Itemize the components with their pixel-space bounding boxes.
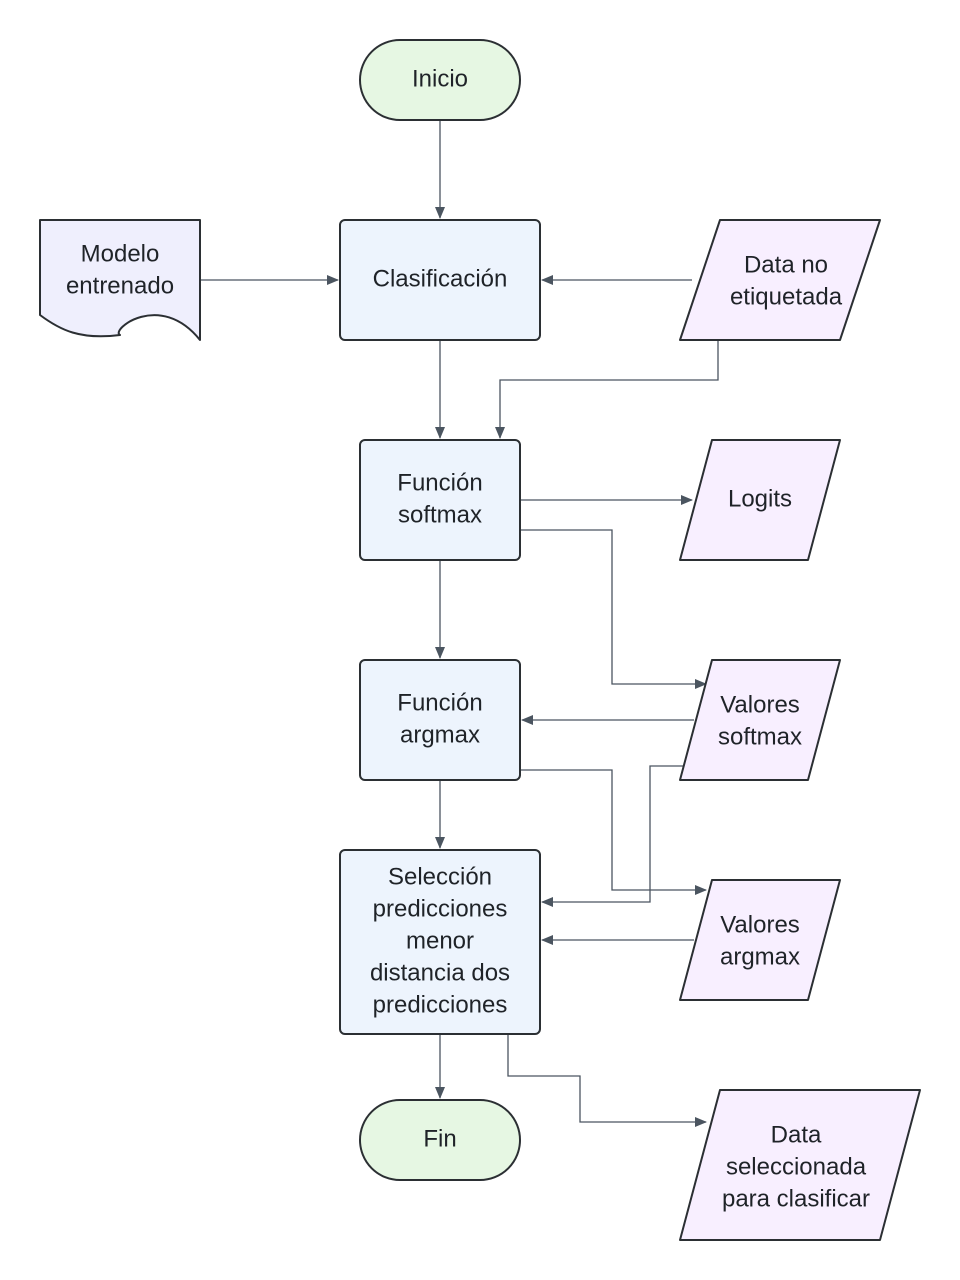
node-softmax: Función softmax	[359, 439, 521, 561]
edge-data-no-etiquetada-to-softmax	[495, 340, 719, 439]
node-inicio: Inicio	[359, 39, 521, 121]
modelo-label: Modelo	[81, 240, 160, 267]
edge-seleccion-to-data-seleccionada	[507, 1034, 707, 1127]
node-fin: Fin	[359, 1099, 521, 1181]
clasificacion-label: Clasificación	[373, 265, 508, 292]
edges	[200, 120, 719, 1127]
data-seleccionada-shape	[679, 1089, 921, 1241]
seleccion-label: distancia dos	[370, 959, 510, 986]
data-no-etiquetada-shape	[679, 219, 881, 341]
valores-argmax-label: Valores	[720, 911, 800, 938]
inicio-shape	[359, 39, 521, 121]
edge-valores-softmax-to-seleccion	[541, 765, 684, 907]
node-valores-softmax: Valores softmax	[679, 659, 841, 781]
softmax-shape	[359, 439, 521, 561]
data-seleccionada-label: Data	[771, 1121, 822, 1148]
edge-argmax-to-valores-argmax	[520, 769, 707, 895]
node-data-no-etiquetada: Data no etiquetada	[679, 219, 881, 341]
seleccion-shape	[339, 849, 541, 1035]
seleccion-label: menor	[406, 927, 474, 954]
node-clasificacion: Clasificación	[339, 219, 541, 341]
node-valores-argmax: Valores argmax	[679, 879, 841, 1001]
argmax-label: Función	[397, 689, 482, 716]
inicio-label: Inicio	[412, 65, 468, 92]
node-argmax: Función argmax	[359, 659, 521, 781]
fin-shape	[359, 1099, 521, 1181]
valores-softmax-shape	[679, 659, 841, 781]
softmax-label: softmax	[398, 501, 482, 528]
valores-softmax-label: Valores	[720, 691, 800, 718]
valores-argmax-shape	[679, 879, 841, 1001]
seleccion-label: Selección	[388, 863, 492, 890]
argmax-label: argmax	[400, 721, 480, 748]
modelo-label: entrenado	[66, 272, 174, 299]
seleccion-label: predicciones	[373, 991, 508, 1018]
node-logits: Logits	[679, 439, 841, 561]
node-modelo: Modelo entrenado	[39, 219, 201, 341]
argmax-shape	[359, 659, 521, 781]
logits-shape	[679, 439, 841, 561]
valores-argmax-label: argmax	[720, 943, 800, 970]
data-seleccionada-label: seleccionada	[726, 1153, 867, 1180]
seleccion-label: predicciones	[373, 895, 508, 922]
softmax-label: Función	[397, 469, 482, 496]
clasificacion-shape	[339, 219, 541, 341]
data-no-etiquetada-label: Data no	[744, 251, 828, 278]
data-no-etiquetada-label: etiquetada	[730, 283, 843, 310]
logits-label: Logits	[728, 485, 792, 512]
node-seleccion: Selección predicciones menor distancia dos p…	[339, 849, 541, 1035]
valores-softmax-label: softmax	[718, 723, 802, 750]
edge-softmax-to-valores-softmax	[520, 529, 707, 689]
node-data-seleccionada: Data seleccionada para clasificar	[679, 1089, 921, 1241]
modelo-shape	[39, 219, 201, 341]
fin-label: Fin	[423, 1125, 456, 1152]
data-seleccionada-label: para clasificar	[722, 1185, 870, 1212]
